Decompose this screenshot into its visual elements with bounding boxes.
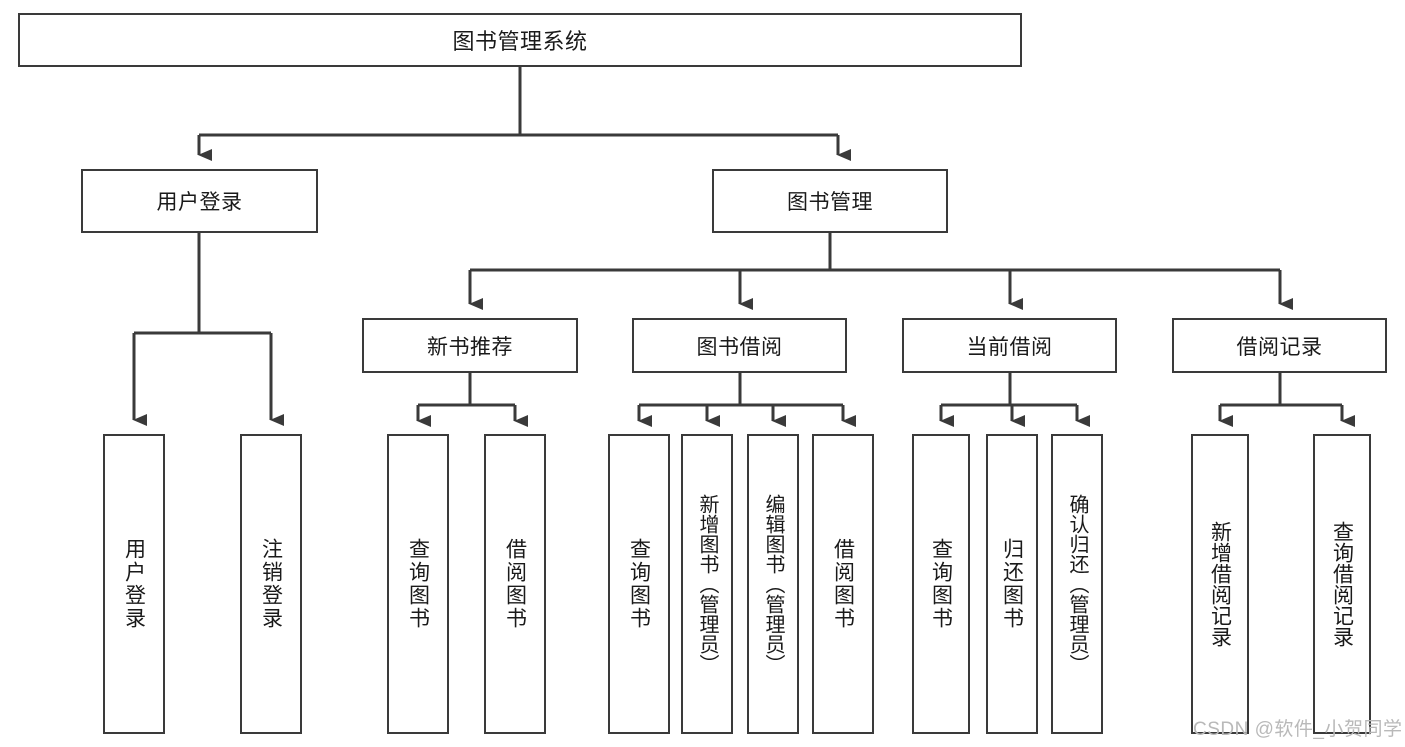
node-current-borrow[interactable]: 当前借阅 (902, 318, 1117, 373)
leaf-add-book-admin-label: 新增图书（管理员） (696, 494, 718, 674)
leaf-borrow-book-recommend[interactable]: 借阅图书 (484, 434, 546, 734)
leaf-query-book-current[interactable]: 查询图书 (912, 434, 970, 734)
leaf-query-book-recommend-label: 查询图书 (406, 538, 430, 630)
leaf-user-login-label: 用户登录 (122, 538, 146, 630)
leaf-user-login[interactable]: 用户登录 (103, 434, 165, 734)
node-borrow-record[interactable]: 借阅记录 (1172, 318, 1387, 373)
node-new-book-recommend-label: 新书推荐 (427, 335, 513, 359)
node-root-label: 图书管理系统 (452, 29, 588, 54)
leaf-borrow-book-label: 借阅图书 (831, 538, 855, 630)
leaf-query-book-borrow[interactable]: 查询图书 (608, 434, 670, 734)
leaf-confirm-return-admin-label: 确认归还（管理员） (1066, 494, 1088, 674)
leaf-query-book-recommend[interactable]: 查询图书 (387, 434, 449, 734)
node-root[interactable]: 图书管理系统 (18, 13, 1022, 67)
node-current-borrow-label: 当前借阅 (966, 335, 1053, 359)
leaf-borrow-book-recommend-label: 借阅图书 (503, 538, 527, 630)
leaf-add-borrow-record-label: 新增借阅记录 (1208, 521, 1232, 647)
node-new-book-recommend[interactable]: 新书推荐 (362, 318, 578, 373)
leaf-return-book[interactable]: 归还图书 (986, 434, 1038, 734)
node-book-borrow[interactable]: 图书借阅 (632, 318, 847, 373)
leaf-edit-book-admin[interactable]: 编辑图书（管理员） (747, 434, 799, 734)
watermark: CSDN @软件_小贺同学 (1193, 719, 1403, 740)
leaf-edit-book-admin-label: 编辑图书（管理员） (762, 494, 784, 674)
node-book-management[interactable]: 图书管理 (712, 169, 948, 233)
leaf-logout-label: 注销登录 (259, 538, 283, 630)
leaf-logout[interactable]: 注销登录 (240, 434, 302, 734)
leaf-confirm-return-admin[interactable]: 确认归还（管理员） (1051, 434, 1103, 734)
leaf-query-borrow-record[interactable]: 查询借阅记录 (1313, 434, 1371, 734)
node-book-management-label: 图书管理 (787, 191, 873, 214)
leaf-query-borrow-record-label: 查询借阅记录 (1330, 521, 1354, 647)
node-book-borrow-label: 图书借阅 (696, 335, 783, 359)
leaf-borrow-book[interactable]: 借阅图书 (812, 434, 874, 734)
node-borrow-record-label: 借阅记录 (1236, 335, 1323, 359)
node-user-login[interactable]: 用户登录 (81, 169, 318, 233)
leaf-return-book-label: 归还图书 (1000, 538, 1024, 630)
node-user-login-label: 用户登录 (156, 191, 243, 214)
leaf-query-book-current-label: 查询图书 (929, 538, 953, 630)
leaf-add-book-admin[interactable]: 新增图书（管理员） (681, 434, 733, 734)
leaf-query-book-borrow-label: 查询图书 (627, 538, 651, 630)
leaf-add-borrow-record[interactable]: 新增借阅记录 (1191, 434, 1249, 734)
